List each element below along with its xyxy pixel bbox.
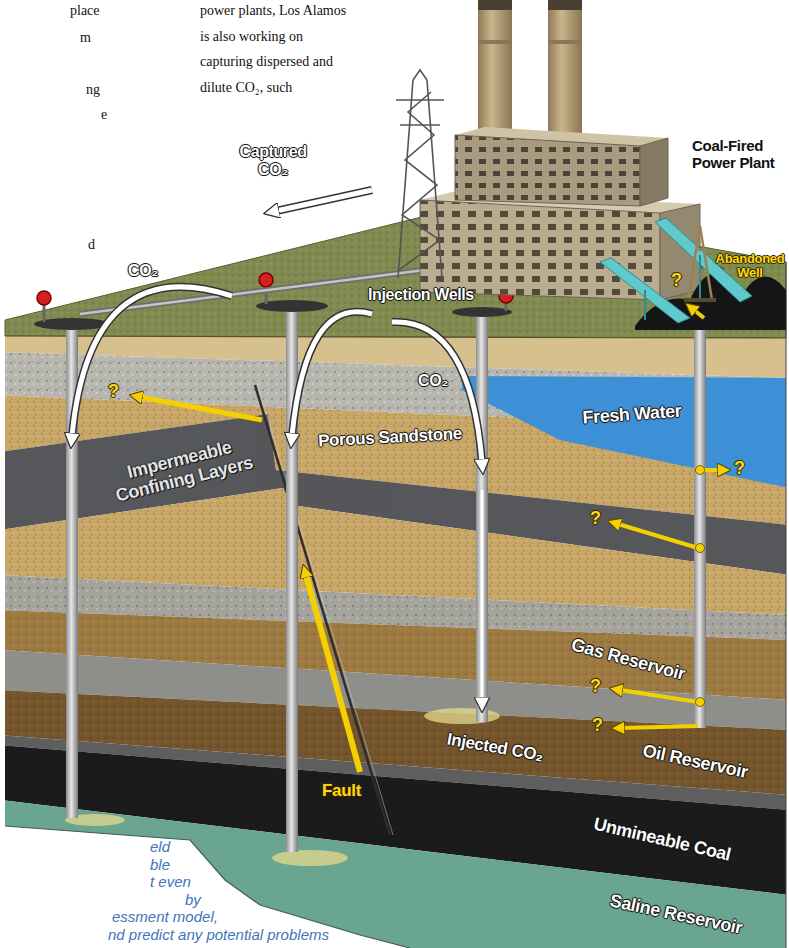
caption-text: essment model, <box>112 908 218 926</box>
body-text: place <box>70 0 100 24</box>
derrick <box>696 249 704 251</box>
leak-arrow <box>140 397 262 420</box>
surface-edge <box>5 336 786 338</box>
chimney <box>478 0 512 150</box>
body-text: power plants, Los Alamos is also working… <box>200 0 358 100</box>
conveyor <box>600 258 690 323</box>
derrick <box>700 226 712 300</box>
caption-text: ble <box>150 856 170 874</box>
flow-label: CO₂ <box>418 372 448 390</box>
chimney <box>548 0 582 150</box>
chimney-band <box>478 40 512 44</box>
block-edge <box>786 262 787 948</box>
valve-wheel <box>37 291 51 305</box>
abandoned-well-pipe <box>694 300 706 728</box>
fault-line <box>258 385 393 835</box>
leak-question: ? <box>671 271 682 291</box>
co2-plume <box>272 850 348 866</box>
caption-text: t even <box>150 873 191 891</box>
caption-text: nd predict any potential problems <box>108 926 329 944</box>
leak-dot <box>696 466 705 475</box>
saline-layer <box>0 800 789 948</box>
plant-label: Coal-Fired Power Plant <box>692 138 786 171</box>
body-text: d <box>88 232 95 258</box>
leak-question: ? <box>590 509 601 529</box>
leak-dot <box>696 544 705 553</box>
derrick-base <box>684 298 716 302</box>
layer-label: Gas Reservoir <box>569 635 687 684</box>
leak-question: ? <box>592 716 603 736</box>
plume-label: Injected CO₂ <box>446 730 545 765</box>
caption-text: eld <box>150 838 170 856</box>
leak-arrows <box>140 310 720 772</box>
body-text: e <box>101 102 107 128</box>
valve-wheel <box>259 273 273 287</box>
chimney-top <box>478 0 512 10</box>
pylon <box>396 70 444 278</box>
chimney-band <box>548 40 582 44</box>
leak-arrow <box>622 726 698 728</box>
leak-arrow <box>694 310 704 318</box>
body-text: ng <box>86 77 100 103</box>
pylon-arm <box>400 124 440 126</box>
caption-text: by <box>185 891 201 909</box>
leak-arrow <box>306 575 360 772</box>
conveyor-support <box>644 290 646 320</box>
fault-line <box>255 385 390 835</box>
layer-label: Oil Reservoir <box>641 741 750 783</box>
well-pipe <box>476 312 488 722</box>
flow-arrow <box>72 287 232 436</box>
co2-plume <box>424 708 500 724</box>
block-edge <box>5 826 410 948</box>
flow-arrow <box>276 190 372 211</box>
pylon-top <box>413 70 427 80</box>
derrick <box>688 226 700 300</box>
leak-dot <box>696 698 705 707</box>
chimney-top <box>548 0 582 10</box>
building-side <box>640 138 668 206</box>
flow-arrow <box>481 490 484 700</box>
pylon-bracing <box>399 92 440 270</box>
leak-arrow <box>620 690 698 702</box>
leak-question: ? <box>108 382 119 402</box>
flow-label: Captured CO₂ <box>232 143 314 178</box>
flow-arrow-outline <box>292 312 372 436</box>
well-pad <box>452 307 512 317</box>
leak-arrow <box>618 524 698 548</box>
part-label: Injection Wells <box>368 286 474 304</box>
layer-label: Unmineable Coal <box>592 815 733 866</box>
part-label: Abandoned Well <box>714 252 786 281</box>
layer-label: Porous Sandstone <box>318 425 463 451</box>
layer-label: Impermeable Confining Layers <box>92 430 271 511</box>
derrick <box>692 274 708 276</box>
building-front <box>455 135 640 206</box>
flow-label: CO₂ <box>128 262 158 280</box>
strata <box>0 330 789 948</box>
flow-arrow-outline <box>72 287 232 436</box>
layer-label: Fresh Water <box>582 402 682 429</box>
leak-question: ? <box>590 677 601 697</box>
fresh-water-lens <box>462 376 789 488</box>
layer-label: Saline Reservoir <box>608 891 744 938</box>
body-text: m <box>80 25 91 51</box>
leak-question: ? <box>734 459 745 479</box>
conveyor-support <box>699 255 701 300</box>
building-front <box>420 200 660 300</box>
flow-arrow-outline <box>276 190 372 211</box>
fault-label: Fault <box>322 782 361 801</box>
flow-arrow <box>292 312 372 436</box>
